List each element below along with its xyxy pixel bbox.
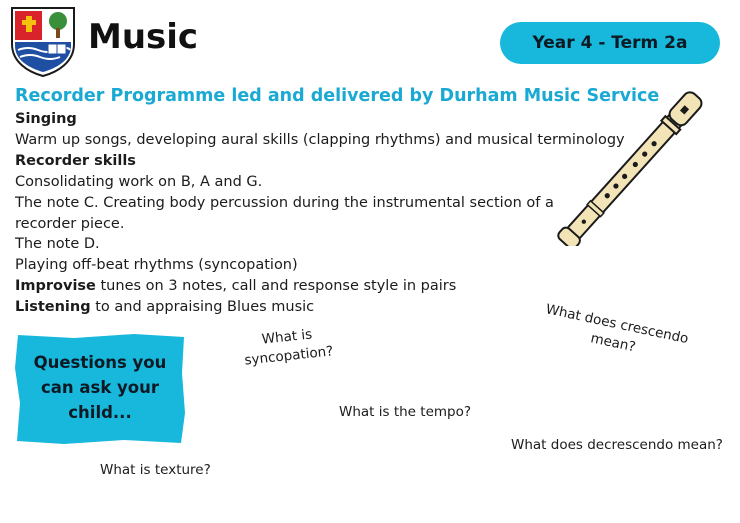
question-syncopation: What is syncopation? — [241, 323, 334, 370]
listening-bold: Listening — [15, 299, 91, 315]
term-badge: Year 4 - Term 2a — [500, 22, 720, 64]
question-tempo: What is the tempo? — [339, 404, 472, 420]
improvise-bold: Improvise — [15, 278, 96, 294]
questions-box-text: Questions you can ask your child... — [24, 350, 176, 425]
question-decrescendo: What does decrescendo mean? — [511, 437, 723, 453]
question-texture: What is texture? — [100, 462, 211, 478]
note-c-line-1: The note C. Creating body percussion dur… — [15, 195, 554, 211]
listening-rest: to and appraising Blues music — [90, 299, 315, 315]
improvise-rest: tunes on 3 notes, call and response styl… — [95, 278, 457, 294]
listening-line: Listening to and appraising Blues music — [15, 299, 314, 315]
questions-line-3: child... — [68, 403, 132, 422]
note-c-line-2: recorder piece. — [15, 216, 125, 232]
questions-box-background — [15, 334, 185, 444]
question-crescendo: What does crescendo mean? — [538, 300, 693, 368]
questions-line-2: can ask your — [40, 378, 160, 397]
questions-line-1: Questions you — [33, 353, 167, 372]
offbeat-line: Playing off-beat rhythms (syncopation) — [15, 257, 298, 273]
recorder-skills-heading: Recorder skills — [15, 153, 136, 169]
note-d-line: The note D. — [15, 236, 100, 252]
recorder-illustration — [557, 91, 703, 246]
programme-subtitle: Recorder Programme led and delivered by … — [15, 86, 660, 106]
school-crest-icon — [11, 7, 75, 78]
singing-text: Warm up songs, developing aural skills (… — [15, 132, 625, 148]
consolidating-line: Consolidating work on B, A and G. — [15, 174, 263, 190]
singing-heading: Singing — [15, 111, 77, 127]
improvise-line: Improvise tunes on 3 notes, call and res… — [15, 278, 456, 294]
page-title: Music — [88, 17, 199, 57]
